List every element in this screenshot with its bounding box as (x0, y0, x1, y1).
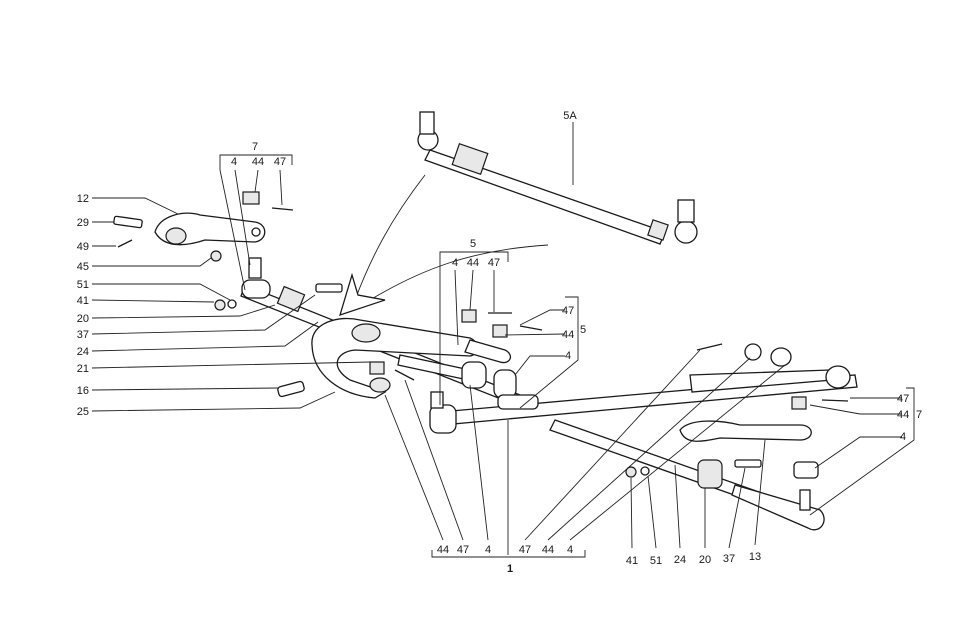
nut-41 (214, 299, 226, 311)
callout-label: 47 (897, 393, 909, 405)
callout-label: 37 (77, 329, 89, 341)
callout-label: 29 (77, 217, 89, 229)
label-assembly-5a: 5A (563, 110, 577, 122)
callout-label: 47 (274, 156, 286, 168)
callout-label: 44 (542, 544, 554, 556)
idler-arm-13 (679, 420, 812, 442)
callout-label: 12 (77, 193, 89, 205)
leader-lines (91, 154, 915, 558)
callout-label: 47 (562, 305, 574, 317)
callout-label: 47 (457, 544, 469, 556)
label-group-5-top: 5 (470, 238, 476, 250)
callout-label: 20 (77, 313, 89, 325)
callout-label: 25 (77, 406, 89, 418)
callout-label: 4 (900, 431, 906, 443)
idler-arm (311, 317, 478, 399)
callout-label: 4 (565, 350, 571, 362)
callout-label: 37 (723, 553, 735, 565)
pitman-arm (154, 212, 266, 246)
callout-label: 4 (231, 156, 237, 168)
label-group-5-right: 5 (580, 324, 586, 336)
right-tie-rod (549, 343, 851, 531)
callout-label: 13 (749, 551, 761, 563)
callout-label: 4 (485, 544, 491, 556)
washer-51 (227, 299, 237, 309)
bolt-16 (277, 380, 305, 398)
drag-link-5a (417, 111, 698, 245)
callout-label: 41 (626, 555, 638, 567)
nut-45 (210, 250, 222, 262)
callout-label: 21 (77, 363, 89, 375)
callout-label: 44 (897, 409, 909, 421)
callout-label: 49 (77, 241, 89, 253)
callout-label: 44 (252, 156, 264, 168)
callout-label: 45 (77, 261, 89, 273)
callout-label: 51 (650, 555, 662, 567)
callout-label: 44 (467, 257, 479, 269)
center-link (397, 354, 858, 434)
callout-label: 24 (77, 346, 89, 358)
callout-label: 51 (77, 279, 89, 291)
cotter-pin-47 (271, 207, 294, 211)
bolt-29 (113, 215, 143, 229)
label-group-7-top: 7 (252, 141, 258, 153)
callout-label: 44 (562, 329, 574, 341)
label-group-1: 1 (507, 563, 513, 575)
callout-label: 47 (519, 544, 531, 556)
nut-44 (242, 191, 260, 205)
callout-label: 20 (699, 554, 711, 566)
cotter-pin-49 (117, 239, 133, 248)
callout-label: 41 (77, 295, 89, 307)
callout-label: 4 (452, 257, 458, 269)
label-group-7-right: 7 (916, 409, 922, 421)
callout-label: 47 (488, 257, 500, 269)
callout-label: 44 (437, 544, 449, 556)
callout-label: 16 (77, 385, 89, 397)
callout-label: 4 (567, 544, 573, 556)
callout-label: 24 (674, 554, 686, 566)
